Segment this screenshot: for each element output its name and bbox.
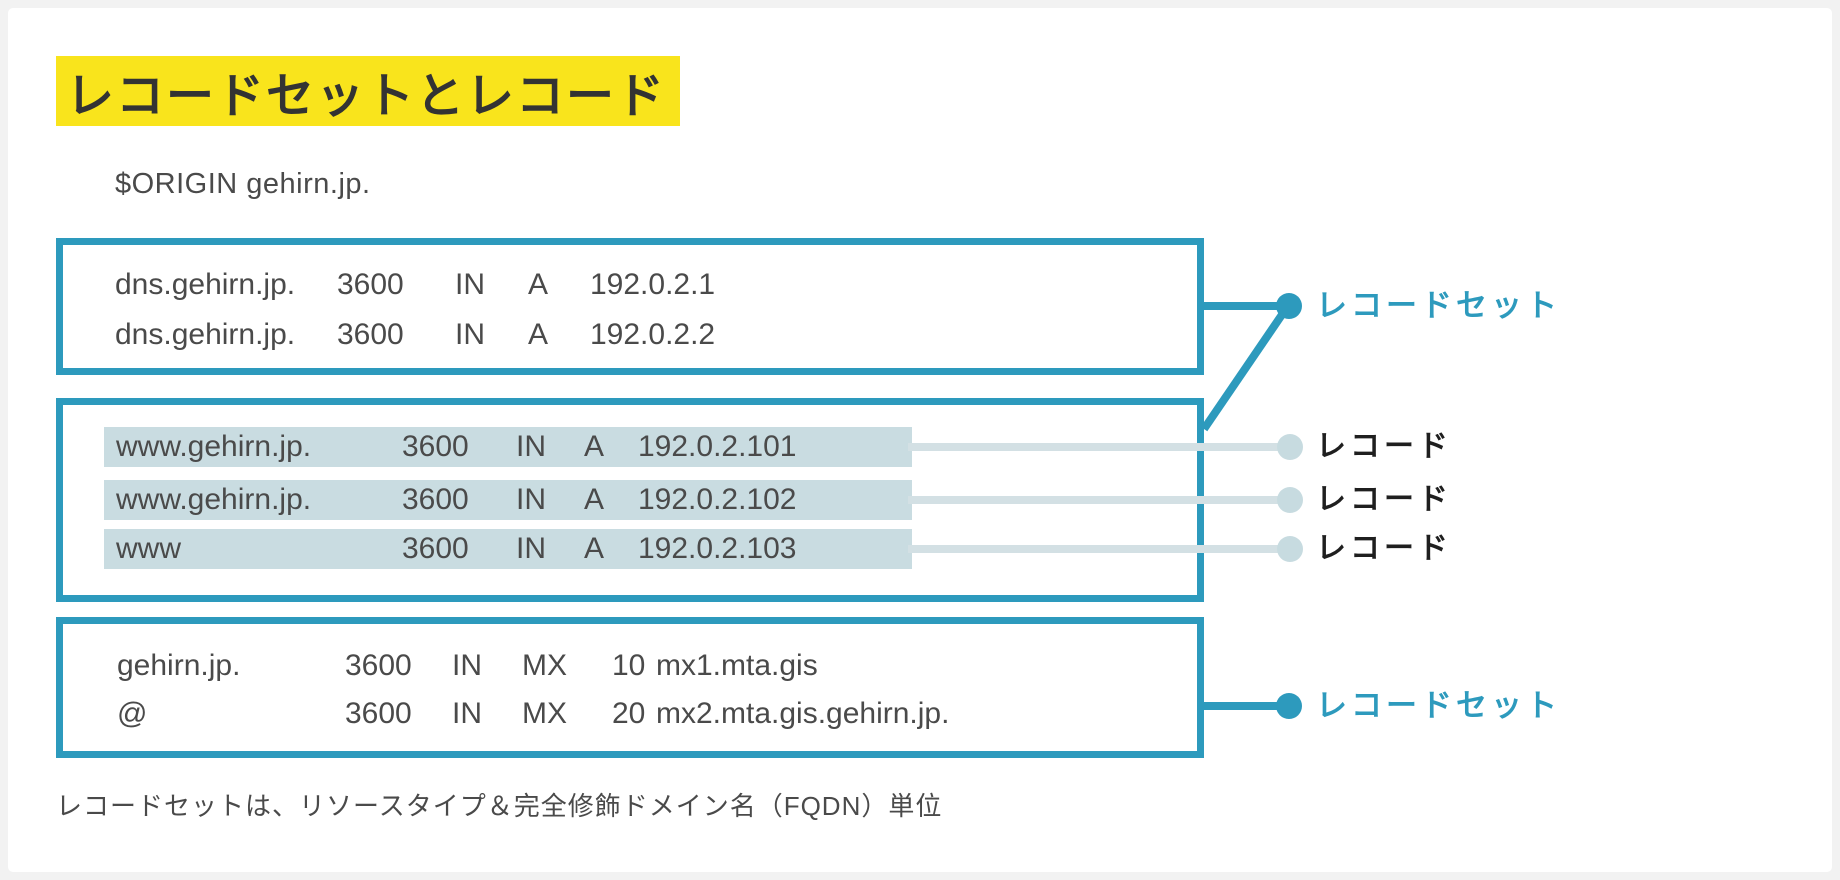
record-ttl: 3600 xyxy=(337,268,404,301)
footnote: レコードセットは、リソースタイプ＆完全修飾ドメイン名（FQDN）単位 xyxy=(56,791,943,821)
record-value: mx2.mta.gis.gehirn.jp. xyxy=(656,697,950,730)
record-row: www 3600 IN A 192.0.2.103 xyxy=(116,529,796,569)
record-type: MX xyxy=(522,697,567,730)
record-set-dot xyxy=(1276,293,1302,319)
record-ttl: 3600 xyxy=(402,483,469,516)
record-ttl: 3600 xyxy=(345,697,412,730)
record-type: A xyxy=(584,430,605,463)
record-row: www.gehirn.jp. 3600 IN A 192.0.2.102 xyxy=(116,480,796,520)
record-set-connector-line xyxy=(1197,702,1289,710)
record-set-connector-line xyxy=(1197,302,1289,310)
record-dot xyxy=(1277,434,1303,460)
record-row: www.gehirn.jp. 3600 IN A 192.0.2.101 xyxy=(116,427,796,467)
record-connector-line xyxy=(908,545,1290,553)
record-class: IN xyxy=(516,532,546,565)
record-connector-line xyxy=(908,443,1290,451)
record-highlight xyxy=(104,529,912,569)
record-set-label: レコードセット xyxy=(1316,288,1561,323)
record-label: レコード xyxy=(1316,483,1452,516)
record-type: MX xyxy=(522,649,567,682)
record-set-dot xyxy=(1276,693,1302,719)
origin-directive: $ORIGIN gehirn.jp. xyxy=(115,168,371,200)
record-priority: 10 xyxy=(612,649,646,682)
record-class: IN xyxy=(516,483,546,516)
record-label: レコード xyxy=(1316,430,1452,463)
record-owner: dns.gehirn.jp. xyxy=(115,318,296,351)
record-owner: www.gehirn.jp. xyxy=(116,483,312,516)
record-class: IN xyxy=(516,430,546,463)
record-ttl: 3600 xyxy=(345,649,412,682)
record-value: 192.0.2.1 xyxy=(590,268,716,301)
record-value: 192.0.2.2 xyxy=(590,318,716,351)
record-owner: dns.gehirn.jp. xyxy=(115,268,296,301)
record-class: IN xyxy=(452,697,482,730)
record-owner: www.gehirn.jp. xyxy=(116,430,312,463)
record-class: IN xyxy=(452,649,482,682)
record-dot xyxy=(1277,487,1303,513)
record-set-box-1 xyxy=(56,238,1204,375)
record-class: IN xyxy=(455,318,485,351)
record-type: A xyxy=(528,318,549,351)
record-value: mx1.mta.gis xyxy=(656,649,818,682)
record-type: A xyxy=(528,268,549,301)
record-dot xyxy=(1277,536,1303,562)
record-row: dns.gehirn.jp. 3600 IN A 192.0.2.2 xyxy=(115,315,715,355)
record-value: 192.0.2.101 xyxy=(638,430,797,463)
record-type: A xyxy=(584,532,605,565)
record-value: 192.0.2.102 xyxy=(638,483,797,516)
record-owner: www xyxy=(116,532,181,565)
page-title-highlight: レコードセットとレコード xyxy=(56,56,681,126)
record-row: @3600 IN MX 20 mx2.mta.gis.gehirn.jp. xyxy=(117,694,949,734)
record-type: A xyxy=(584,483,605,516)
record-class: IN xyxy=(455,268,485,301)
record-ttl: 3600 xyxy=(402,532,469,565)
record-set-box-3 xyxy=(56,617,1204,758)
record-connector-line xyxy=(908,496,1290,504)
record-label: レコード xyxy=(1316,532,1452,565)
record-row: dns.gehirn.jp. 3600 IN A 192.0.2.1 xyxy=(115,265,715,305)
record-row: gehirn.jp. 3600 IN MX 10 mx1.mta.gis xyxy=(117,646,818,686)
page-title: レコードセットとレコード xyxy=(66,70,667,123)
record-owner: @ xyxy=(117,697,148,730)
record-priority: 20 xyxy=(612,697,646,730)
record-value: 192.0.2.103 xyxy=(638,532,797,565)
record-ttl: 3600 xyxy=(337,318,404,351)
record-ttl: 3600 xyxy=(402,430,469,463)
record-highlight xyxy=(104,480,912,520)
record-set-label: レコードセット xyxy=(1316,688,1561,723)
record-owner: gehirn.jp. xyxy=(117,649,241,682)
record-highlight xyxy=(104,427,912,467)
